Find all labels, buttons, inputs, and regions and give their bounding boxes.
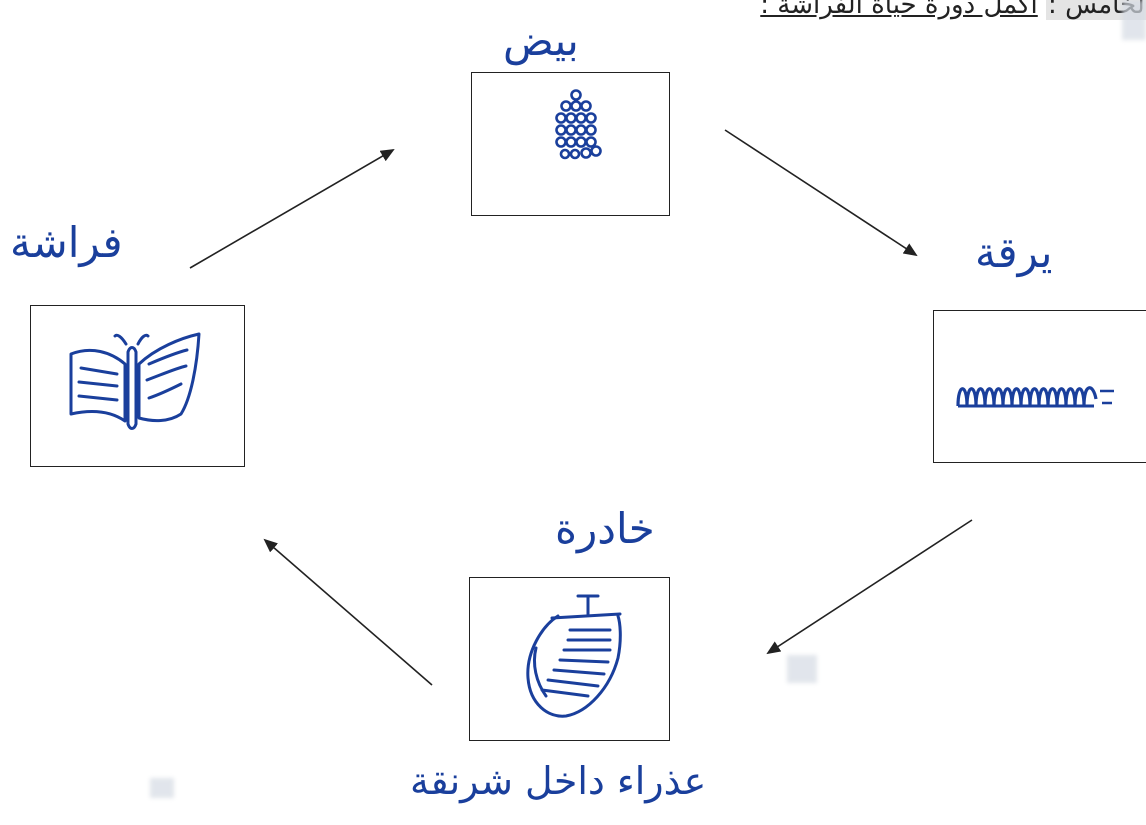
question-header: الخامس : أكمل دورة حياة الفراشة : [760, 0, 1146, 20]
pupa-box [469, 577, 670, 741]
scan-smudge [150, 778, 174, 798]
arrow-eggs-to-larva [724, 129, 918, 257]
larva-box [933, 310, 1146, 463]
answer-larva: يرقة [975, 228, 1053, 277]
butterfly-box [30, 305, 245, 467]
arrow-butterfly-to-eggs [189, 148, 395, 269]
scan-smudge [1122, 0, 1146, 40]
arrow-pupa-to-butterfly [263, 538, 433, 686]
butterfly-drawing-icon [69, 332, 201, 430]
eggs-drawing-icon [555, 89, 602, 160]
question-number-label: الخامس : [1046, 0, 1146, 20]
caterpillar-drawing-icon [956, 386, 1114, 408]
arrow-larva-to-pupa [766, 519, 973, 655]
question-text: أكمل دورة حياة الفراشة : [760, 0, 1038, 20]
eggs-box [471, 72, 670, 216]
answer-pupa-description: عذراء داخل شرنقة [410, 759, 707, 803]
scan-smudge [787, 655, 817, 683]
answer-eggs: بيض [503, 16, 579, 65]
answer-pupa: خادرة [555, 504, 655, 553]
pupa-drawing-icon [526, 594, 622, 718]
answer-butterfly: فراشة [10, 218, 123, 267]
